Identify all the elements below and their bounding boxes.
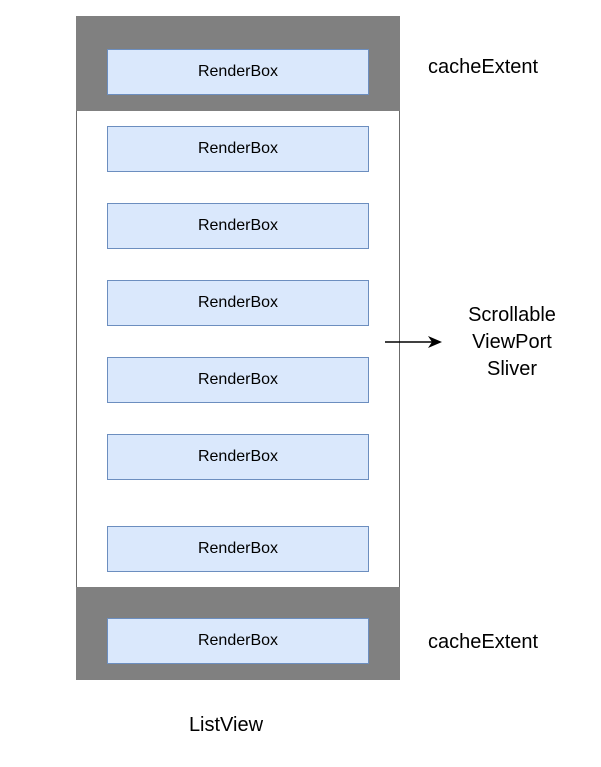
render-box-cache-top: RenderBox [107,49,369,95]
scrollable-viewport-sliver-label: Scrollable ViewPort Sliver [468,304,556,380]
render-box-1: RenderBox [107,126,369,172]
listview-caption: ListView [188,714,264,736]
cache-extent-bottom-label: cacheExtent [428,631,539,653]
render-box-label: RenderBox [197,632,279,649]
arrow-right-icon [385,336,442,348]
render-box-label: RenderBox [197,294,279,311]
render-box-2: RenderBox [107,203,369,249]
render-box-label: RenderBox [197,371,279,388]
render-box-label: RenderBox [197,540,279,557]
cache-extent-top-label: cacheExtent [428,56,539,78]
render-box-label: RenderBox [197,448,279,465]
render-box-3: RenderBox [107,280,369,326]
render-box-6: RenderBox [107,526,369,572]
render-box-label: RenderBox [197,140,279,157]
render-box-label: RenderBox [197,217,279,234]
render-box-5: RenderBox [107,434,369,480]
render-box-label: RenderBox [197,63,279,80]
listview-frame [76,16,400,680]
render-box-cache-bottom: RenderBox [107,618,369,664]
render-box-4: RenderBox [107,357,369,403]
